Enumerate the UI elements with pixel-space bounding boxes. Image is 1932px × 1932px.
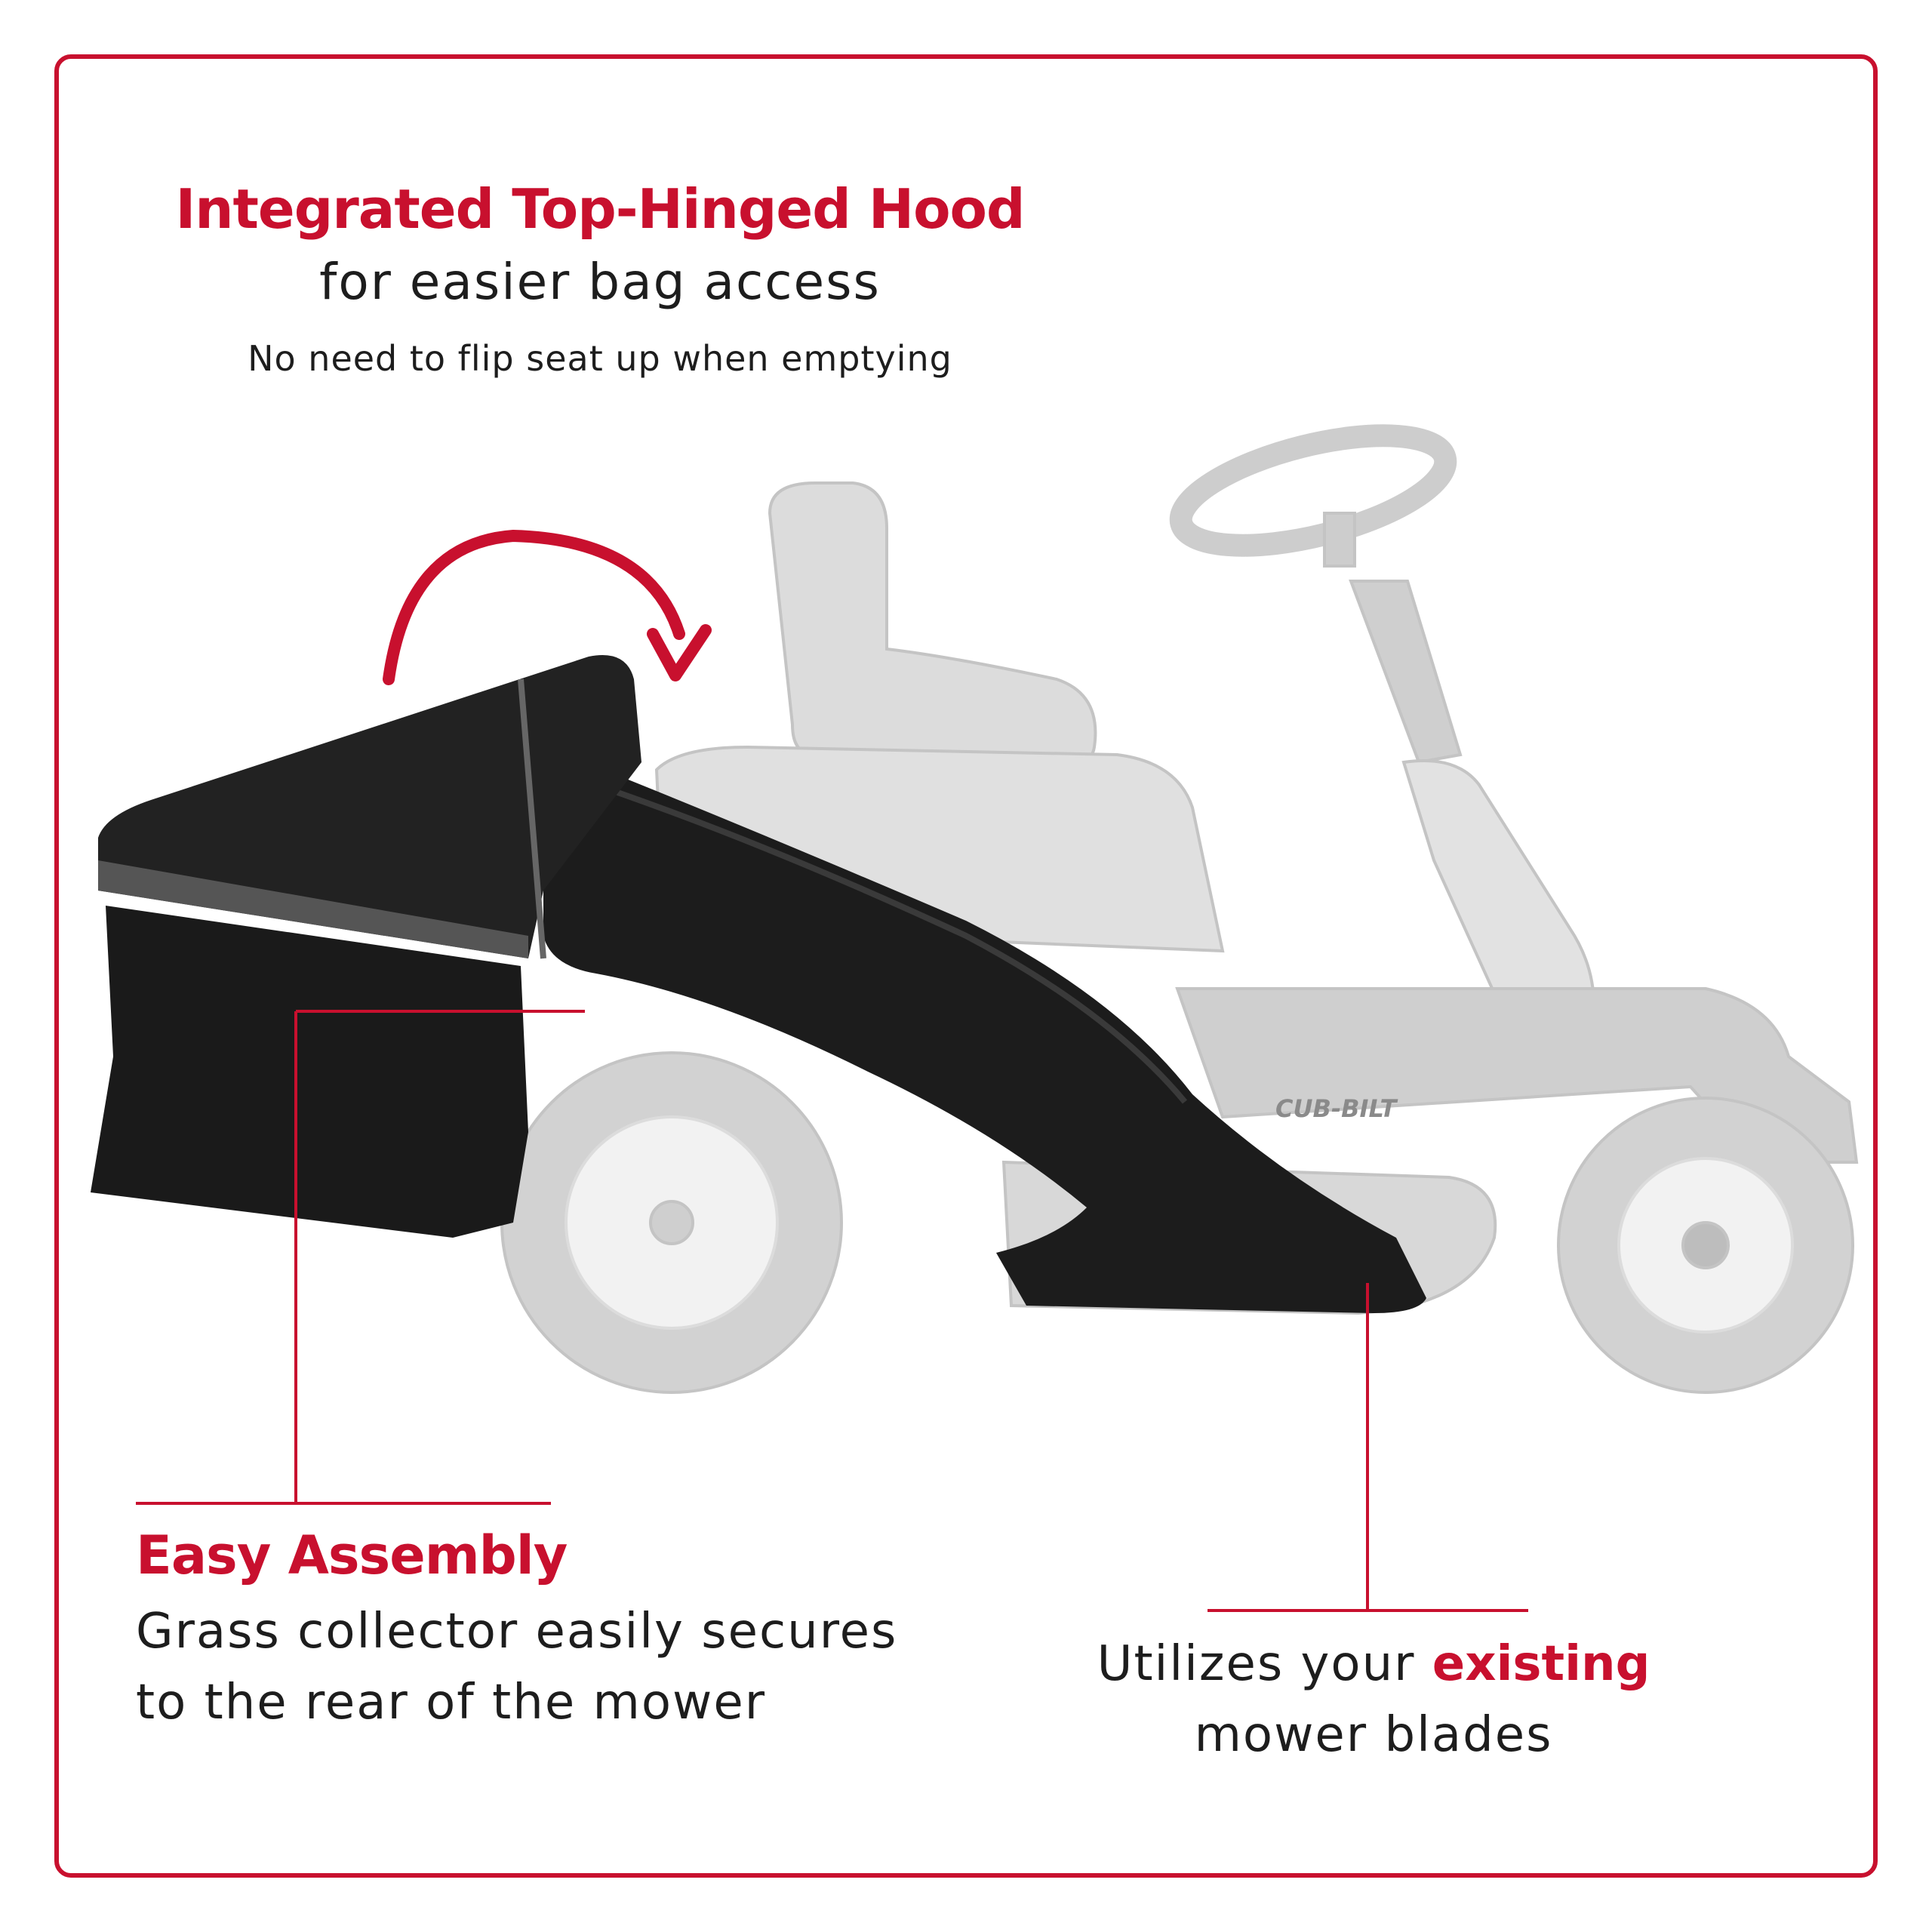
assembly-rule xyxy=(136,1502,551,1505)
assembly-body: Grass collector easily secures to the re… xyxy=(136,1596,966,1738)
blades-line-2: mower blades xyxy=(1194,1707,1553,1763)
hood-arrow xyxy=(383,529,712,685)
grass-bag xyxy=(91,655,641,1238)
assembly-line-1: Grass collector easily secures xyxy=(136,1604,898,1660)
mower-ghost xyxy=(500,424,1859,1394)
border-frame xyxy=(54,54,1878,1878)
assembly-title: Easy Assembly xyxy=(136,1524,568,1586)
hood-subtitle: for easier bag access xyxy=(319,253,881,311)
blades-body: Utilizes your existing mower blades xyxy=(1041,1629,1706,1770)
hood-title: Integrated Top-Hinged Hood xyxy=(175,177,1025,241)
blades-pre: Utilizes your xyxy=(1097,1636,1432,1692)
discharge-chute xyxy=(543,760,1426,1313)
blades-highlight: existing xyxy=(1432,1636,1651,1692)
callout-lines xyxy=(294,1010,1369,1610)
hood-note: No need to flip seat up when emptying xyxy=(248,338,952,379)
assembly-line-2: to the rear of the mower xyxy=(136,1675,767,1730)
blades-rule xyxy=(1208,1609,1528,1612)
brand-mark: CUB-BILT xyxy=(1275,1094,1398,1123)
blades-line-1: Utilizes your existing xyxy=(1041,1629,1706,1700)
